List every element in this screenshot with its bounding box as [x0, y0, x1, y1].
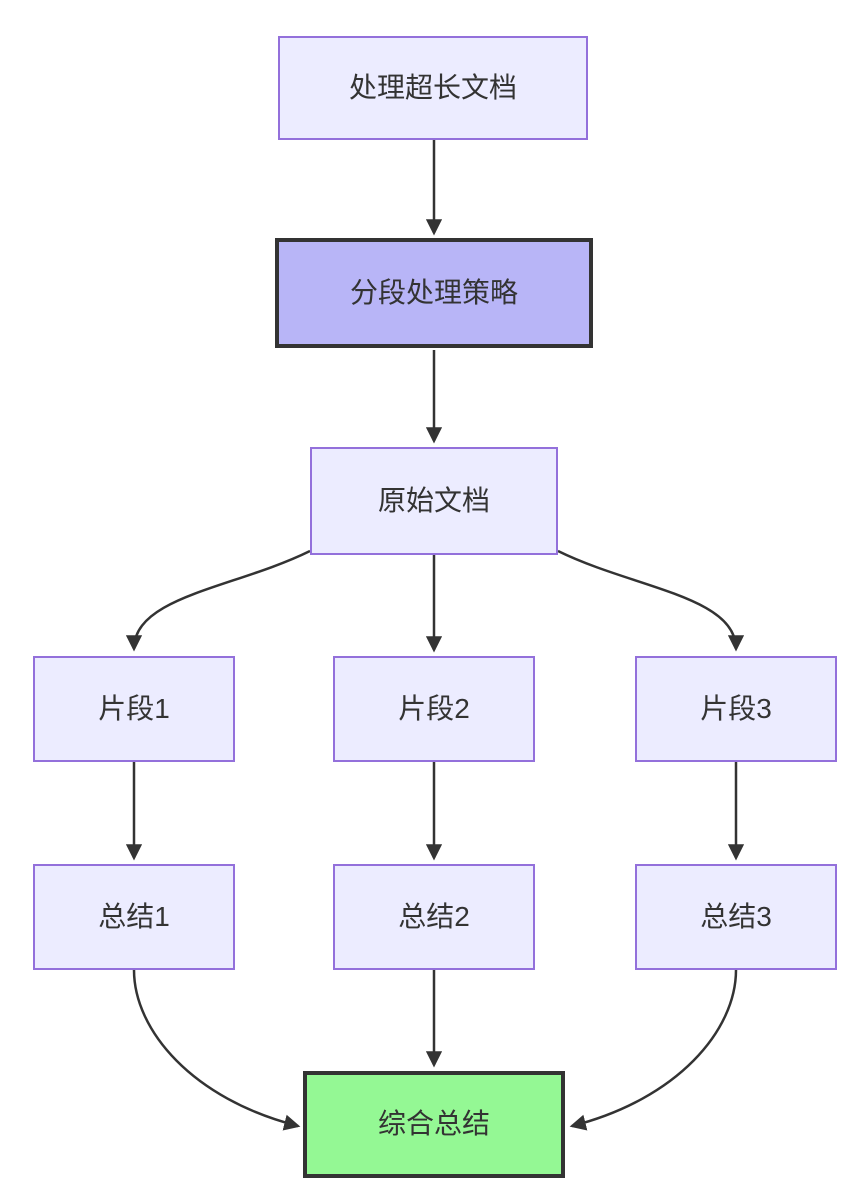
node-segment-strategy: 分段处理策略 — [275, 238, 593, 348]
node-summary-1: 总结1 — [33, 864, 235, 970]
edge-sum3-final — [569, 969, 738, 1131]
node-label: 原始文档 — [377, 484, 490, 516]
node-combined-summary: 综合总结 — [303, 1071, 565, 1178]
node-summary-2: 总结2 — [333, 864, 535, 970]
node-fragment-1: 片段1 — [33, 656, 235, 762]
node-fragment-2: 片段2 — [333, 656, 535, 762]
node-label: 分段处理策略 — [349, 276, 518, 308]
node-original-doc: 原始文档 — [310, 447, 558, 555]
node-summary-3: 总结3 — [635, 864, 837, 970]
node-label: 综合总结 — [377, 1108, 490, 1140]
node-label: 处理超长文档 — [348, 71, 517, 103]
node-label: 片段1 — [98, 692, 170, 724]
edge-doc-frag1 — [125, 549, 311, 652]
node-label: 总结1 — [98, 900, 170, 932]
node-label: 总结3 — [700, 900, 772, 932]
node-label: 总结2 — [398, 900, 470, 932]
node-label: 片段2 — [398, 692, 470, 724]
node-fragment-3: 片段3 — [635, 656, 837, 762]
node-label: 片段3 — [700, 692, 772, 724]
edge-doc-frag3 — [557, 549, 745, 652]
node-process-long-doc: 处理超长文档 — [278, 36, 588, 140]
edge-sum1-final — [132, 969, 301, 1131]
